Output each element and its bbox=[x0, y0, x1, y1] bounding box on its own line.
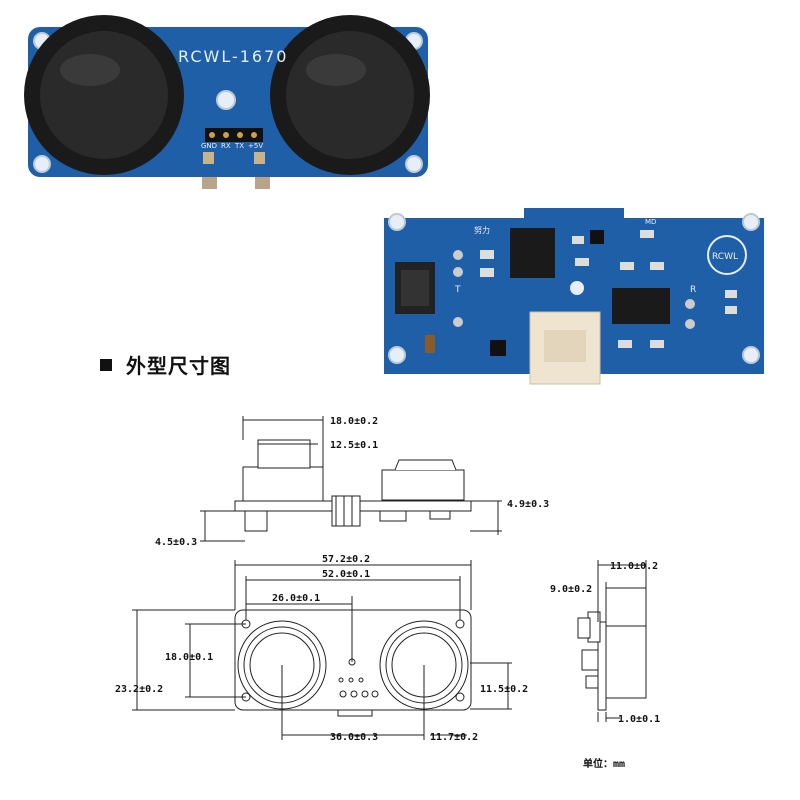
left-transducer-side bbox=[242, 466, 324, 502]
dim-side-part: 9.0±0.2 bbox=[550, 584, 592, 595]
front-edge-pins bbox=[337, 709, 373, 717]
side-component bbox=[581, 649, 599, 671]
pin-header bbox=[205, 128, 263, 142]
dim-top-outer: 18.0±0.2 bbox=[330, 416, 378, 427]
pin-label-tx: TX bbox=[234, 142, 244, 150]
side-pin-left bbox=[244, 510, 268, 532]
pin-label-gnd: GND bbox=[201, 142, 217, 150]
pin bbox=[223, 132, 229, 138]
heading-text: 外型尺寸图 bbox=[126, 354, 231, 378]
dim-top-inner: 12.5±0.1 bbox=[330, 440, 378, 451]
center-hole bbox=[570, 281, 584, 295]
dim-hole-vertical: 18.0±0.1 bbox=[165, 652, 213, 663]
edge-connector bbox=[255, 177, 270, 189]
dim-left-height: 4.5±0.3 bbox=[155, 537, 197, 548]
dim-sensor-spacing: 36.0±0.3 bbox=[330, 732, 378, 743]
right-transducer-top bbox=[394, 459, 457, 471]
front-view bbox=[132, 560, 512, 740]
jst-connector-slot bbox=[544, 330, 586, 362]
mount-hole bbox=[33, 155, 51, 173]
side-component bbox=[585, 675, 599, 689]
smd-component bbox=[618, 340, 632, 348]
solder-pad bbox=[203, 152, 214, 164]
mount-hole bbox=[388, 346, 406, 364]
via bbox=[453, 317, 463, 327]
smd-component bbox=[725, 290, 737, 298]
via bbox=[685, 319, 695, 329]
brand-logo-text: RCWL bbox=[712, 252, 738, 262]
dim-board-height: 23.2±0.2 bbox=[115, 684, 163, 695]
smd-component bbox=[650, 262, 664, 270]
mount-hole bbox=[742, 213, 760, 231]
smd-component bbox=[480, 250, 494, 259]
smd-component bbox=[640, 230, 654, 238]
mount-hole bbox=[388, 213, 406, 231]
silk-label-r: R bbox=[690, 285, 696, 295]
silk-label-t: T bbox=[454, 285, 461, 295]
pin bbox=[237, 132, 243, 138]
side-transducer bbox=[605, 625, 647, 699]
side-component bbox=[379, 510, 407, 522]
edge-connector bbox=[202, 177, 217, 189]
inductor-core bbox=[401, 270, 429, 306]
pin-label-rx: RX bbox=[221, 142, 231, 150]
smd-component bbox=[650, 340, 664, 348]
via bbox=[453, 250, 463, 260]
smd-component bbox=[572, 236, 584, 244]
side-header-pin bbox=[577, 617, 591, 639]
dim-sensor-height: 11.5±0.2 bbox=[480, 684, 528, 695]
dim-center-offset: 26.0±0.1 bbox=[272, 593, 320, 604]
center-hole bbox=[216, 90, 236, 110]
dim-board-thickness: 1.0±0.1 bbox=[618, 714, 660, 725]
left-transducer-highlight bbox=[60, 54, 120, 86]
dim-hole-dia: 11.7±0.2 bbox=[430, 732, 478, 743]
left-transducer-top bbox=[257, 439, 311, 469]
top-side-view bbox=[200, 416, 502, 542]
mount-hole bbox=[742, 346, 760, 364]
silk-label-md: MD bbox=[645, 218, 656, 226]
smd-component bbox=[725, 306, 737, 314]
pin bbox=[209, 132, 215, 138]
hole bbox=[455, 692, 465, 702]
side-view bbox=[577, 560, 647, 722]
via bbox=[685, 299, 695, 309]
via bbox=[453, 267, 463, 277]
capacitor bbox=[425, 335, 435, 353]
smd-component bbox=[575, 258, 589, 266]
dim-hole-span: 52.0±0.1 bbox=[322, 569, 370, 580]
side-component bbox=[429, 510, 451, 520]
smd-component bbox=[480, 268, 494, 277]
model-label: RCWL-1670 bbox=[178, 47, 288, 66]
dim-board-width: 57.2±0.2 bbox=[322, 554, 370, 565]
unit-label: 单位：mm bbox=[583, 757, 625, 770]
brand-logo-icon bbox=[707, 235, 747, 275]
pin bbox=[251, 132, 257, 138]
dim-right-height: 4.9±0.3 bbox=[507, 499, 549, 510]
ic-chip bbox=[510, 228, 555, 278]
mount-hole bbox=[405, 155, 423, 173]
silk-label-left: 努力 bbox=[474, 225, 490, 235]
ic-chip bbox=[612, 288, 670, 324]
section-heading: 外型尺寸图 bbox=[100, 350, 231, 379]
side-header bbox=[331, 495, 361, 527]
transistor bbox=[590, 230, 604, 244]
pin-label-5v: +5V bbox=[248, 142, 263, 150]
smd-component bbox=[620, 262, 634, 270]
dim-side-total: 11.0±0.2 bbox=[610, 561, 658, 572]
transistor bbox=[490, 340, 506, 356]
right-transducer-side bbox=[381, 469, 465, 501]
solder-pad bbox=[254, 152, 265, 164]
right-transducer-highlight bbox=[306, 54, 366, 86]
bullet-square-icon bbox=[100, 358, 112, 371]
